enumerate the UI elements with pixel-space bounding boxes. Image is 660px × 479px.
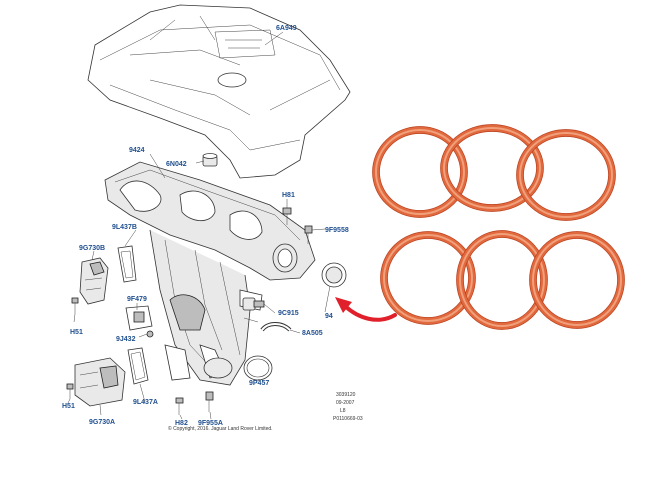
callout-o-ring: 9P457: [249, 380, 269, 387]
stud-part: [304, 225, 313, 244]
info-block: 3039120 09-2007 L8 P0110669-03: [333, 392, 363, 422]
gasket-ring-top-middle: [440, 124, 544, 212]
copyright-text: © Copyright, 2016. Jaguar Land Rover Lim…: [168, 425, 273, 432]
bolt-h82-part: [175, 397, 184, 415]
grommet-part: [202, 153, 218, 167]
sensor-left-part: [79, 257, 109, 305]
seal-ring-part: [321, 262, 347, 288]
info-line-2: 09-2007: [336, 400, 355, 406]
callout-bolt-lower-left: H51: [62, 403, 75, 410]
gasket-set-photo: [372, 124, 625, 330]
engine-cover: [87, 4, 351, 179]
info-line-3: L8: [340, 408, 346, 414]
info-line-4: P0110669-03: [333, 416, 363, 422]
callout-sensor-right: 9C915: [278, 310, 299, 317]
callout-seal-ring: 94: [325, 313, 333, 320]
callout-clip: 9J432: [116, 336, 136, 343]
red-arrow: [335, 297, 397, 322]
callout-bolt-top: H81: [282, 192, 295, 199]
gasket-lower-part: [127, 347, 149, 385]
bolt-h51-lower-part: [66, 383, 74, 399]
callout-bolt-left: H51: [70, 329, 83, 336]
stud-bottom-part: [205, 391, 214, 412]
gasket-ring-bottom-right: [529, 231, 625, 329]
callout-grommet: 6N042: [166, 161, 187, 168]
gasket-ring-top-left: [372, 126, 468, 218]
gasket-ring-bottom-middle: [456, 230, 548, 330]
callout-labels: 6A949 9424 6N042 H81 9F9558 9L437B 9G730…: [62, 25, 349, 427]
info-line-1: 3039120: [336, 392, 356, 398]
o-ring-part: [243, 355, 273, 381]
gasket-left-part: [117, 245, 137, 283]
leader-lines: [67, 31, 331, 420]
callout-sensor-left: 9G730B: [79, 245, 105, 252]
intake-manifold: [104, 161, 316, 386]
callout-sensor-mid: 9F479: [127, 296, 147, 303]
callout-hose: 8A505: [302, 330, 323, 337]
callout-bolt-bottom: H82: [175, 420, 188, 427]
clip-part: [125, 305, 154, 338]
bolt-h51-upper-part: [71, 297, 79, 314]
actuator-box-part: [74, 357, 126, 407]
callout-stud-bottom: 9F955A: [198, 420, 223, 427]
gasket-ring-bottom-left: [380, 231, 476, 325]
callout-stud: 9F9558: [325, 227, 349, 234]
callout-gasket-lower: 9L437A: [133, 399, 158, 406]
callout-actuator-box: 9G730A: [89, 419, 115, 426]
callout-gasket-left: 9L437B: [112, 224, 137, 231]
callout-manifold: 9424: [129, 147, 145, 154]
gasket-ring-top-right: [516, 129, 616, 221]
sensor-right-part: [242, 297, 265, 323]
callout-engine-cover: 6A949: [276, 25, 297, 32]
hose-part: [260, 322, 292, 332]
